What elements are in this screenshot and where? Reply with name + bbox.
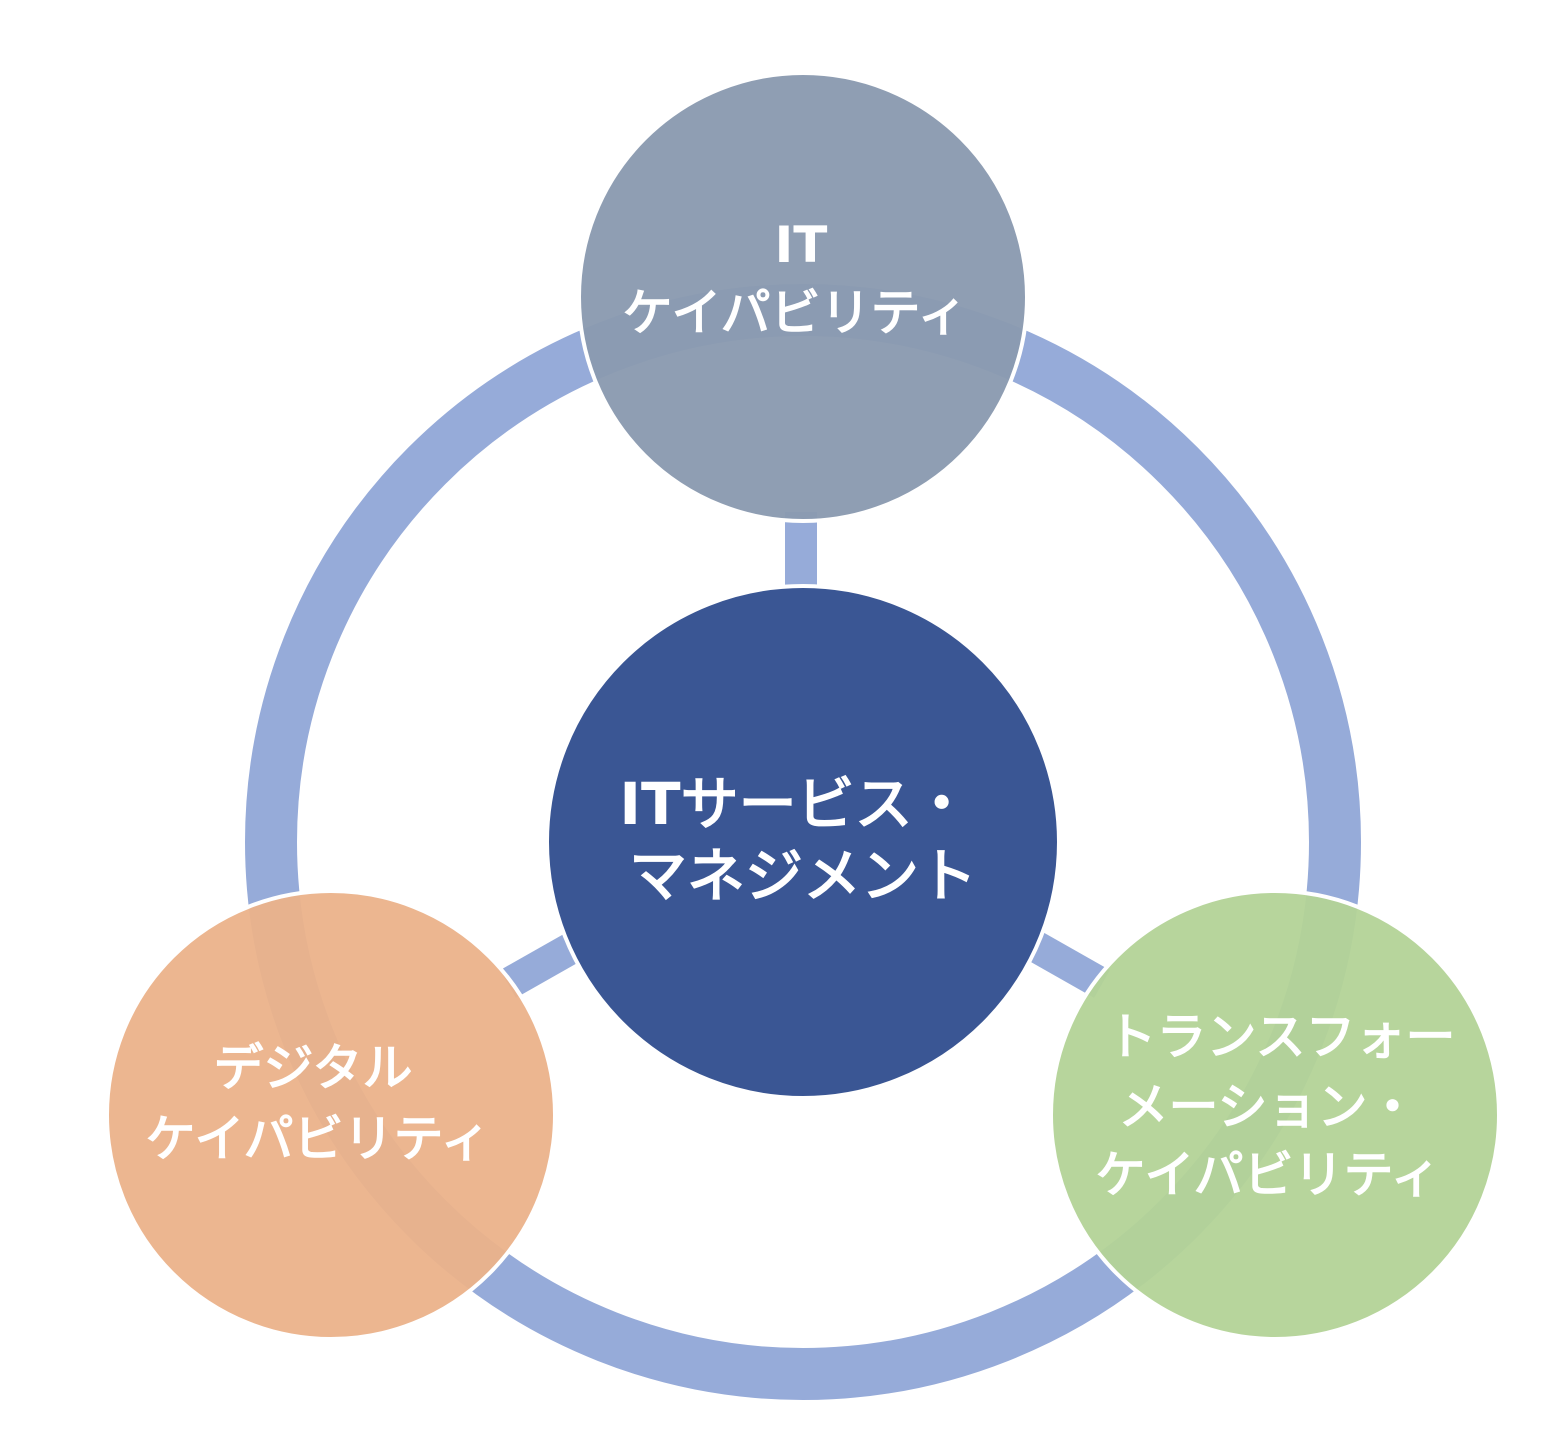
- center-label-line-1: ITサービス・: [619, 770, 970, 838]
- left-label-line-2: ケイパビリティ: [146, 1110, 491, 1168]
- node-digital-capability: デジタル ケイパビリティ: [105, 889, 557, 1341]
- node-transformation-capability: トランスフォー メーション・ ケイパビリティ: [1049, 889, 1501, 1341]
- right-label-line-1: トランスフォー: [1107, 1008, 1456, 1066]
- node-it-service-management: ITサービス・ マネジメント: [545, 584, 1061, 1100]
- right-label-line-2: メーション・: [1119, 1078, 1418, 1136]
- top-label-line-1: IT: [775, 216, 828, 274]
- node-circle-right: [1049, 889, 1501, 1341]
- node-circle-left: [105, 889, 557, 1341]
- node-it-capability: IT ケイパビリティ: [577, 71, 1029, 523]
- connector-left: [500, 932, 583, 998]
- center-label-line-2: マネジメント: [629, 842, 977, 910]
- left-label-line-1: デジタル: [214, 1039, 413, 1097]
- top-label-line-2: ケイパビリティ: [623, 284, 968, 342]
- node-circle-top: [577, 71, 1029, 523]
- connector-right: [1027, 932, 1110, 998]
- node-circle-center: [545, 584, 1061, 1100]
- right-label-line-3: ケイパビリティ: [1096, 1146, 1441, 1204]
